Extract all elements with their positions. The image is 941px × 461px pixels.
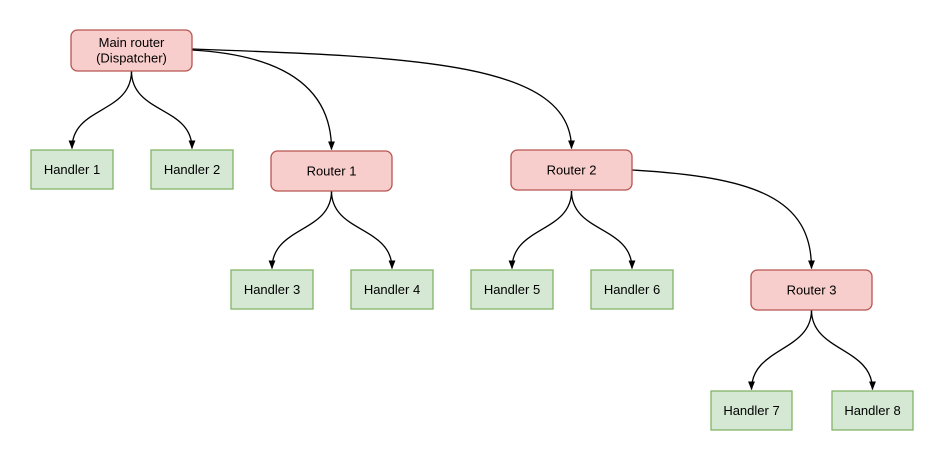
node-handler-8-label: Handler 8 [844,403,900,418]
node-handler-3-box [230,269,314,310]
edge-layer [68,48,876,391]
edge-router-3-to-handler-7 [748,309,813,391]
node-router-3-label: Router 3 [787,283,837,298]
node-handler-1-box [30,149,114,190]
node-handler-1-label: Handler 1 [44,162,100,177]
node-main-router-box [70,29,193,72]
node-handler-2-label: Handler 2 [164,162,220,177]
node-handler-8-box [831,390,914,431]
edge-main-router-to-handler-2 [130,70,196,150]
node-handler-5-label: Handler 5 [484,282,540,297]
edge-router-3-to-handler-8 [810,309,876,391]
node-handler-3-label: Handler 3 [244,282,300,297]
node-handler-6: Handler 6 [590,269,674,310]
node-handler-4-box [350,269,434,310]
node-handler-1: Handler 1 [30,149,114,190]
node-handler-6-box [590,269,674,310]
edge-main-router-to-handler-1 [68,70,133,150]
node-handler-7-label: Handler 7 [723,403,779,418]
node-handler-6-label: Handler 6 [604,282,660,297]
edge-router-2-to-router-3 [631,169,815,270]
node-router-1: Router 1 [270,150,393,192]
edge-router-1-to-handler-4 [330,190,396,270]
node-handler-5: Handler 5 [470,269,554,310]
node-router-1-box [270,150,393,192]
node-router-1-label: Router 1 [307,164,357,179]
node-handler-7: Handler 7 [710,390,793,431]
node-main-router: Main router (Dispatcher) [70,29,193,72]
node-handler-2-box [150,149,234,190]
node-router-2-box [510,149,633,191]
edge-main-router-to-router-2 [191,48,575,150]
node-router-3: Router 3 [750,269,873,311]
edge-router-2-to-handler-6 [570,190,636,270]
node-handler-2: Handler 2 [150,149,234,190]
node-router-2-label: Router 2 [547,163,597,178]
node-handler-4: Handler 4 [350,269,434,310]
edge-router-2-to-handler-5 [508,190,573,270]
node-router-3-box [750,269,873,311]
node-handler-5-box [470,269,554,310]
node-main-router-label-line2: (Dispatcher) [96,51,167,66]
node-router-2: Router 2 [510,149,633,191]
node-handler-8: Handler 8 [831,390,914,431]
node-handler-4-label: Handler 4 [364,282,420,297]
edge-main-router-to-router-1 [191,49,335,151]
edge-router-1-to-handler-3 [268,190,333,270]
node-handler-7-box [710,390,793,431]
node-handler-3: Handler 3 [230,269,314,310]
node-main-router-label-line1: Main router [99,35,165,50]
